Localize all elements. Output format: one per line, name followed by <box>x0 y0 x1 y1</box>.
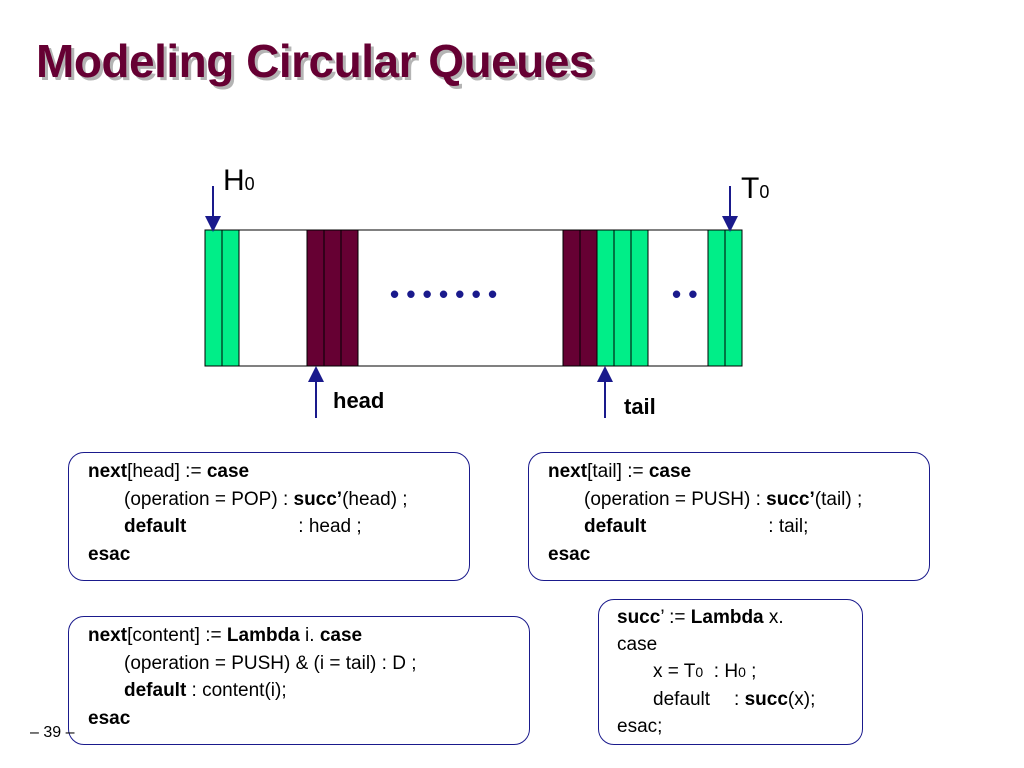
ellipsis-dots-2: • • <box>672 279 697 309</box>
queue-cell-filled <box>630 229 649 367</box>
queue-cell-occupied <box>306 229 325 367</box>
code-box-content <box>68 616 530 745</box>
queue-cell-filled <box>596 229 615 367</box>
t0-label: T0 <box>741 172 770 205</box>
ellipsis-dots: • • • • • • • <box>390 279 497 309</box>
code-box-succ <box>598 599 863 745</box>
h0-label: H0 <box>223 164 255 197</box>
queue-cell-occupied <box>323 229 342 367</box>
code-content: next[content] := Lambda i. case (operati… <box>88 625 417 729</box>
code-tail: next[tail] := case (operation = PUSH) : … <box>548 461 863 565</box>
queue-cell-occupied <box>579 229 598 367</box>
tail-label: tail <box>624 394 656 419</box>
queue-array <box>204 229 743 367</box>
code-box-head <box>68 452 470 581</box>
queue-cell-occupied <box>562 229 581 367</box>
code-succ: succ’ := Lambda x. case x = T0 : H0 ; de… <box>617 607 816 737</box>
queue-cell-filled <box>724 229 743 367</box>
page-title: Modeling Circular Queues <box>36 35 595 87</box>
code-box-tail <box>528 452 930 581</box>
queue-cell-occupied <box>340 229 359 367</box>
page-number: – 39 – <box>30 724 75 741</box>
queue-cell-filled <box>613 229 632 367</box>
code-head: next[head] := case (operation = POP) : s… <box>88 461 408 565</box>
queue-cell-filled <box>707 229 726 367</box>
queue-cell-filled <box>204 229 223 367</box>
queue-cell-filled <box>221 229 240 367</box>
head-label: head <box>333 388 385 413</box>
